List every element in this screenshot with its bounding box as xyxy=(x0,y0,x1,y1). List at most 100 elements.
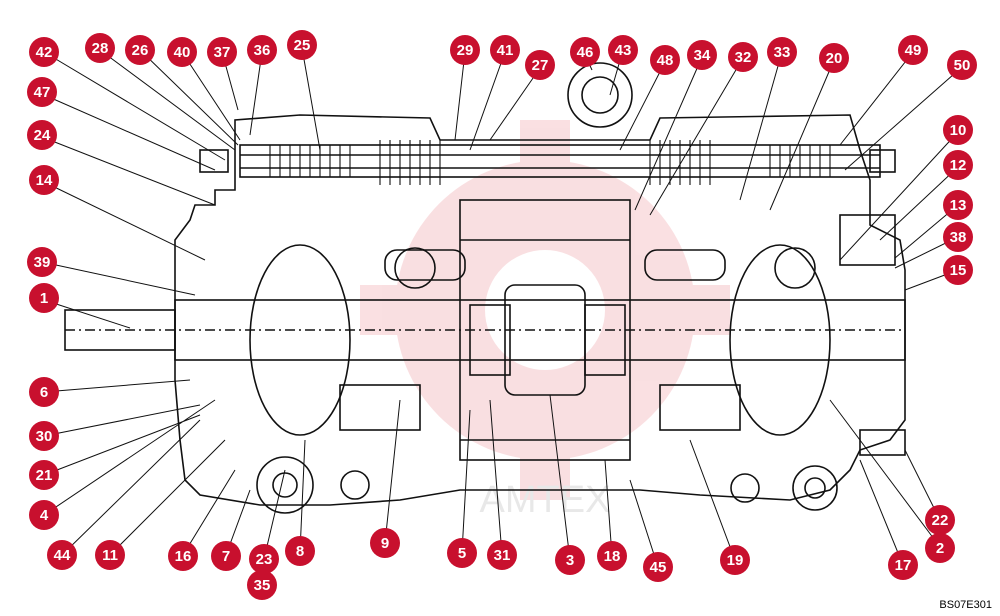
callout-circle xyxy=(767,37,797,67)
callout-11: 11 xyxy=(95,540,125,570)
callout-number: 11 xyxy=(102,547,118,564)
callout-number: 9 xyxy=(381,535,389,552)
callout-32: 32 xyxy=(728,42,758,72)
callout-circle xyxy=(287,30,317,60)
watermark-text: AMTEX xyxy=(480,479,611,521)
callout-36: 36 xyxy=(247,35,277,65)
callout-number: 33 xyxy=(774,44,791,61)
callout-34: 34 xyxy=(687,40,717,70)
callout-20: 20 xyxy=(819,43,849,73)
callout-38: 38 xyxy=(943,222,973,252)
callout-number: 44 xyxy=(54,547,71,564)
callout-circle xyxy=(370,528,400,558)
callout-circle xyxy=(47,540,77,570)
pump-body xyxy=(64,62,906,514)
callout-circle xyxy=(487,540,517,570)
callout-circle xyxy=(947,50,977,80)
callout-25: 25 xyxy=(287,30,317,60)
callout-number: 32 xyxy=(735,49,752,66)
callout-number: 35 xyxy=(254,577,271,594)
callout-number: 34 xyxy=(694,47,711,64)
callout-number: 26 xyxy=(132,42,149,59)
callout-circle xyxy=(943,115,973,145)
callout-circle xyxy=(29,421,59,451)
callout-6: 6 xyxy=(29,377,59,407)
callout-26: 26 xyxy=(125,35,155,65)
callout-46: 46 xyxy=(570,37,600,67)
callout-42: 42 xyxy=(29,37,59,67)
callout-number: 13 xyxy=(950,197,967,214)
callout-circle xyxy=(249,544,279,574)
callout-circle xyxy=(525,50,555,80)
callout-circle xyxy=(95,540,125,570)
callout-number: 7 xyxy=(222,548,230,565)
callout-15: 15 xyxy=(943,255,973,285)
callout-circle xyxy=(450,35,480,65)
callout-circle xyxy=(168,541,198,571)
callout-circle xyxy=(247,570,277,600)
callout-number: 24 xyxy=(34,127,51,144)
callout-18: 18 xyxy=(597,541,627,571)
callout-number: 27 xyxy=(532,57,549,74)
callout-circle xyxy=(29,165,59,195)
callout-14: 14 xyxy=(29,165,59,195)
callout-40: 40 xyxy=(167,37,197,67)
callout-number: 3 xyxy=(566,552,574,569)
callout-circle xyxy=(27,120,57,150)
callout-number: 8 xyxy=(296,543,304,560)
callout-35: 35 xyxy=(247,570,277,600)
callout-circle xyxy=(27,77,57,107)
callout-number: 36 xyxy=(254,42,271,59)
callout-circle xyxy=(943,222,973,252)
callout-21: 21 xyxy=(29,460,59,490)
watermark-logo: AMTEX xyxy=(360,120,730,521)
callout-number: 48 xyxy=(657,52,674,69)
callout-43: 43 xyxy=(608,35,638,65)
callout-circle xyxy=(650,45,680,75)
callout-31: 31 xyxy=(487,540,517,570)
callout-number: 10 xyxy=(950,122,967,139)
callout-circle xyxy=(720,545,750,575)
callout-10: 10 xyxy=(943,115,973,145)
reference-code: BS07E301 xyxy=(939,599,992,611)
callout-circle xyxy=(597,541,627,571)
callout-circle xyxy=(943,150,973,180)
callout-13: 13 xyxy=(943,190,973,220)
callout-number: 4 xyxy=(40,507,49,524)
callout-circle xyxy=(608,35,638,65)
callout-circle xyxy=(207,37,237,67)
callout-number: 23 xyxy=(256,551,273,568)
callout-30: 30 xyxy=(29,421,59,451)
callout-number: 14 xyxy=(36,172,53,189)
callout-circle xyxy=(943,190,973,220)
callout-circle xyxy=(888,550,918,580)
callout-circle xyxy=(943,255,973,285)
callout-23: 23 xyxy=(249,544,279,574)
callout-number: 46 xyxy=(577,44,594,61)
callout-circle xyxy=(29,460,59,490)
callout-number: 41 xyxy=(497,42,514,59)
callout-49: 49 xyxy=(898,35,928,65)
callout-48: 48 xyxy=(650,45,680,75)
callout-circle xyxy=(898,35,928,65)
callout-number: 6 xyxy=(40,384,48,401)
callout-circle xyxy=(570,37,600,67)
callout-50: 50 xyxy=(947,50,977,80)
callout-39: 39 xyxy=(27,247,57,277)
callout-number: 45 xyxy=(650,559,667,576)
callout-number: 15 xyxy=(950,262,967,279)
callout-circle xyxy=(687,40,717,70)
callout-number: 38 xyxy=(950,229,967,246)
callout-number: 1 xyxy=(40,290,48,307)
callout-number: 19 xyxy=(727,552,744,569)
callout-number: 37 xyxy=(214,44,231,61)
callout-number: 47 xyxy=(34,84,51,101)
callout-27: 27 xyxy=(525,50,555,80)
callout-44: 44 xyxy=(47,540,77,570)
callout-number: 28 xyxy=(92,40,109,57)
callout-circle xyxy=(29,37,59,67)
callout-circle xyxy=(125,35,155,65)
callout-circle xyxy=(29,283,59,313)
